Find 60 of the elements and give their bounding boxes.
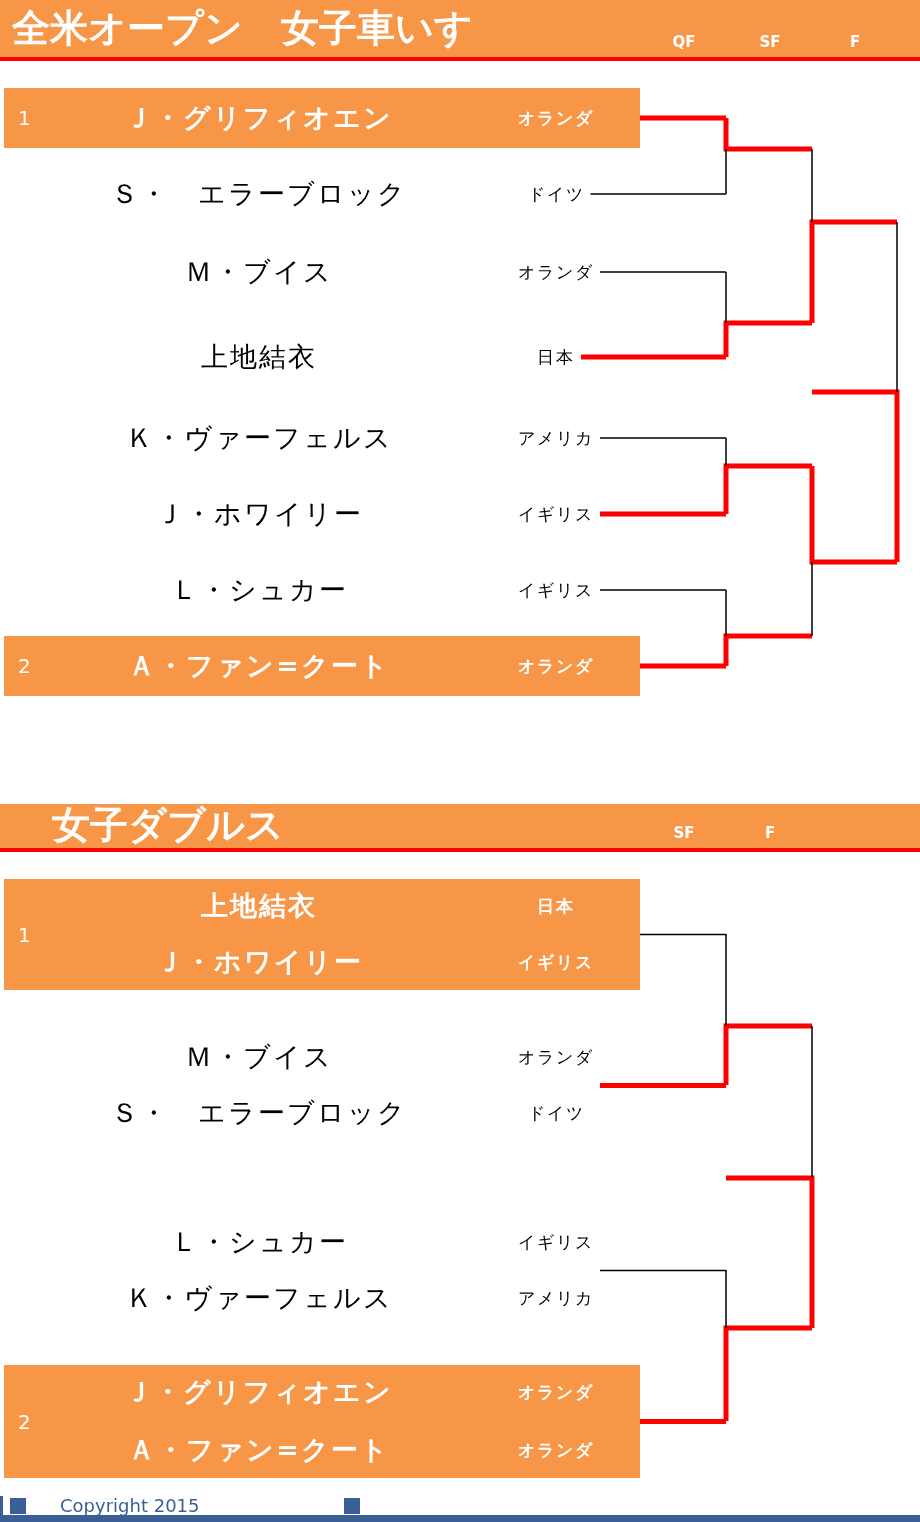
country-name: イギリス — [517, 579, 595, 601]
player-name: Ｊ・グリフィオエン — [124, 1375, 394, 1409]
round-label: SF — [758, 33, 782, 51]
country-name: オランダ — [517, 1439, 595, 1461]
round-label: SF — [672, 824, 696, 842]
player-name: Ｍ・ブイス — [184, 1040, 334, 1074]
bracket-line — [599, 589, 727, 591]
bracket-line — [600, 1083, 726, 1088]
player-name: Ｌ・シュカー — [169, 573, 349, 607]
country-name: ドイツ — [526, 183, 586, 205]
seed-number: 2 — [18, 1409, 31, 1434]
player-name: Ｌ・シュカー — [169, 1225, 349, 1259]
section-title: 女子ダブルス — [52, 802, 284, 848]
seeded-player-box — [4, 636, 640, 696]
player-name: Ａ・ファン=クート — [127, 1433, 391, 1467]
player-name: Ｓ・ エラーブロック — [110, 1096, 408, 1130]
bracket-line — [599, 271, 727, 273]
bracket-line — [639, 933, 727, 936]
player-name: Ｍ・ブイス — [184, 255, 334, 289]
seed-number: 2 — [18, 654, 31, 678]
country-name: イギリス — [517, 503, 595, 525]
round-label: F — [848, 33, 862, 51]
seed-number: 1 — [18, 922, 31, 947]
player-name: Ａ・ファン=クート — [127, 649, 391, 683]
bracket-line — [640, 663, 726, 669]
player-name: Ｊ・グリフィオエン — [124, 101, 394, 135]
bracket-line — [599, 1269, 727, 1272]
seeded-team-box — [4, 879, 640, 990]
seeded-player-box — [4, 88, 640, 148]
country-name: オランダ — [517, 107, 595, 129]
country-name: アメリカ — [517, 427, 595, 449]
country-name: イギリス — [517, 1231, 595, 1253]
player-name: Ｊ・ホワイリー — [154, 497, 364, 531]
country-name: アメリカ — [517, 1287, 595, 1309]
round-label: QF — [671, 33, 697, 51]
seeded-team-box — [4, 1365, 640, 1478]
country-name: 日本 — [536, 895, 576, 917]
round-label: F — [763, 824, 777, 842]
player-name: 上地結衣 — [200, 340, 318, 374]
bracket-line — [600, 511, 726, 517]
country-name: 日本 — [536, 346, 576, 368]
country-name: イギリス — [517, 951, 595, 973]
player-name: Ｋ・ヴァーフェルス — [124, 1281, 394, 1315]
section-title: 全米オープン 女子車いす — [12, 4, 473, 51]
bracket-line — [599, 437, 727, 439]
country-name: オランダ — [517, 655, 595, 677]
copyright-note: Copyright 2015 — [60, 1495, 200, 1517]
country-name: ドイツ — [526, 1102, 586, 1124]
bracket-line — [581, 354, 726, 360]
player-name: Ｓ・ エラーブロック — [110, 177, 408, 211]
seed-number: 1 — [18, 106, 31, 130]
country-name: オランダ — [517, 1381, 595, 1403]
bracket-line — [640, 1419, 726, 1424]
player-name: Ｋ・ヴァーフェルス — [124, 421, 394, 455]
bracket-line — [640, 115, 726, 121]
bracket-line — [589, 193, 727, 195]
player-name: Ｊ・ホワイリー — [154, 945, 364, 979]
country-name: オランダ — [517, 1046, 595, 1068]
country-name: オランダ — [517, 261, 595, 283]
player-name: 上地結衣 — [200, 889, 318, 923]
